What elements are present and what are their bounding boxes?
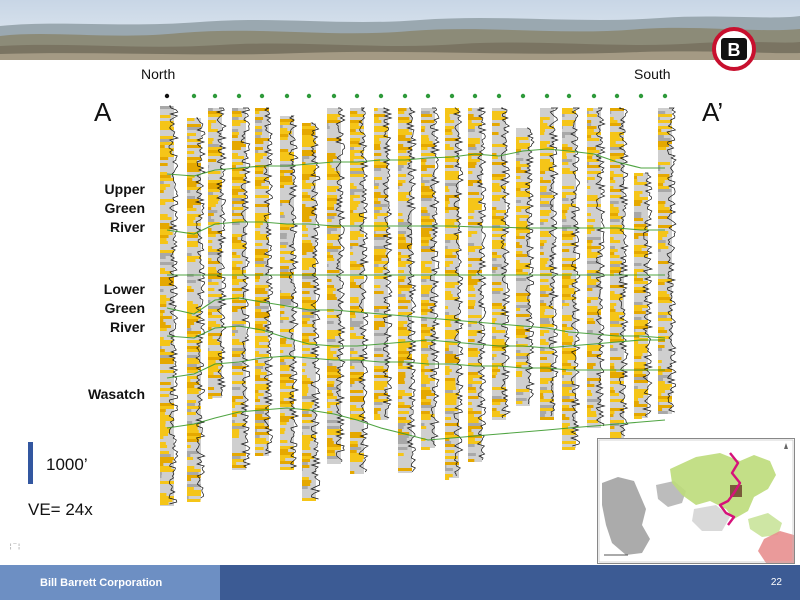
well-log — [187, 93, 206, 502]
well-log — [280, 93, 300, 470]
cross-section-line — [718, 452, 742, 526]
well-log — [562, 93, 581, 450]
well-log — [302, 93, 321, 501]
north-label: North — [141, 66, 176, 82]
correlation-line — [166, 148, 665, 177]
footnote-mark: ¦ ¯ ¦ — [10, 544, 20, 550]
formation-label-line: Upper — [104, 181, 145, 197]
well-log — [398, 93, 418, 473]
gas-well-icon — [378, 93, 384, 99]
formation-label-line: Lower — [103, 281, 145, 297]
correlation-line — [166, 221, 665, 235]
well-log — [421, 93, 441, 450]
cross-section — [160, 93, 677, 506]
bbc-logo-icon: B — [712, 27, 756, 71]
formation-label-line: River — [109, 319, 145, 335]
well-log — [610, 93, 629, 438]
well-log — [350, 93, 370, 474]
gas-well-icon — [449, 93, 455, 99]
well-log — [327, 93, 346, 464]
correlation-line — [166, 355, 665, 379]
well-log — [160, 93, 179, 506]
north-arrow-icon — [784, 443, 788, 449]
gas-well-icon — [306, 93, 312, 99]
formation-label-line: River — [109, 219, 145, 235]
well-log — [658, 93, 677, 414]
gas-well-icon — [331, 93, 337, 99]
gas-well-icon — [354, 93, 360, 99]
correlation-line — [166, 297, 666, 339]
gas-well-icon — [520, 93, 526, 99]
inset-region-gray — [692, 505, 730, 531]
south-label: South — [634, 66, 671, 82]
gas-well-icon — [472, 93, 478, 99]
well-log — [445, 93, 464, 480]
correlation-line — [166, 325, 665, 349]
gas-well-icon — [614, 93, 620, 99]
landscape-banner — [0, 0, 800, 60]
gas-well-icon — [662, 93, 668, 99]
well-log — [374, 93, 393, 420]
location-inset-map — [597, 438, 795, 564]
page-number: 22 — [770, 577, 782, 588]
section-end-label: A’ — [702, 97, 724, 127]
gas-well-icon — [402, 93, 408, 99]
gas-well-icon — [591, 93, 597, 99]
gas-well-icon — [284, 93, 290, 99]
correlation-line — [166, 407, 666, 441]
formation-label-line: Green — [104, 200, 145, 216]
well-log — [516, 93, 535, 406]
well-log — [468, 93, 487, 462]
gas-well-icon — [544, 93, 550, 99]
gas-well-icon — [236, 93, 242, 99]
formation-label-line: Wasatch — [87, 386, 145, 402]
inset-region-green — [748, 513, 782, 537]
gas-well-icon — [259, 93, 265, 99]
gas-well-icon — [425, 93, 431, 99]
gas-well-icon — [638, 93, 644, 99]
inset-outline — [598, 439, 794, 563]
dry-hole-icon — [164, 93, 170, 99]
footer-bar: Bill Barrett Corporation 22 — [0, 565, 800, 600]
formation-label-wasatch: Wasatch — [25, 385, 145, 404]
well-log — [492, 93, 511, 420]
formation-label-line: Green — [104, 300, 145, 316]
company-name: Bill Barrett Corporation — [40, 577, 163, 589]
section-start-label: A — [94, 97, 112, 127]
gas-well-icon — [496, 93, 502, 99]
well-log — [232, 93, 252, 470]
vertical-scale-label: 1000’ — [46, 455, 88, 474]
footer-accent — [0, 565, 220, 600]
gas-well-icon — [191, 93, 197, 99]
well-log — [208, 93, 227, 399]
vertical-scale-bar — [28, 442, 33, 484]
well-log — [587, 93, 606, 428]
gas-well-icon — [212, 93, 218, 99]
formation-label-lower-green-river: Lower Green River — [25, 280, 145, 337]
well-log — [540, 93, 560, 420]
gas-well-icon — [566, 93, 572, 99]
formation-label-upper-green-river: Upper Green River — [25, 180, 145, 237]
inset-region-green — [670, 453, 776, 519]
logo-letter: B — [728, 40, 741, 60]
vertical-exaggeration-label: VE= 24x — [28, 500, 93, 519]
inset-region-red — [758, 531, 794, 563]
inset-region-gray — [602, 477, 650, 555]
